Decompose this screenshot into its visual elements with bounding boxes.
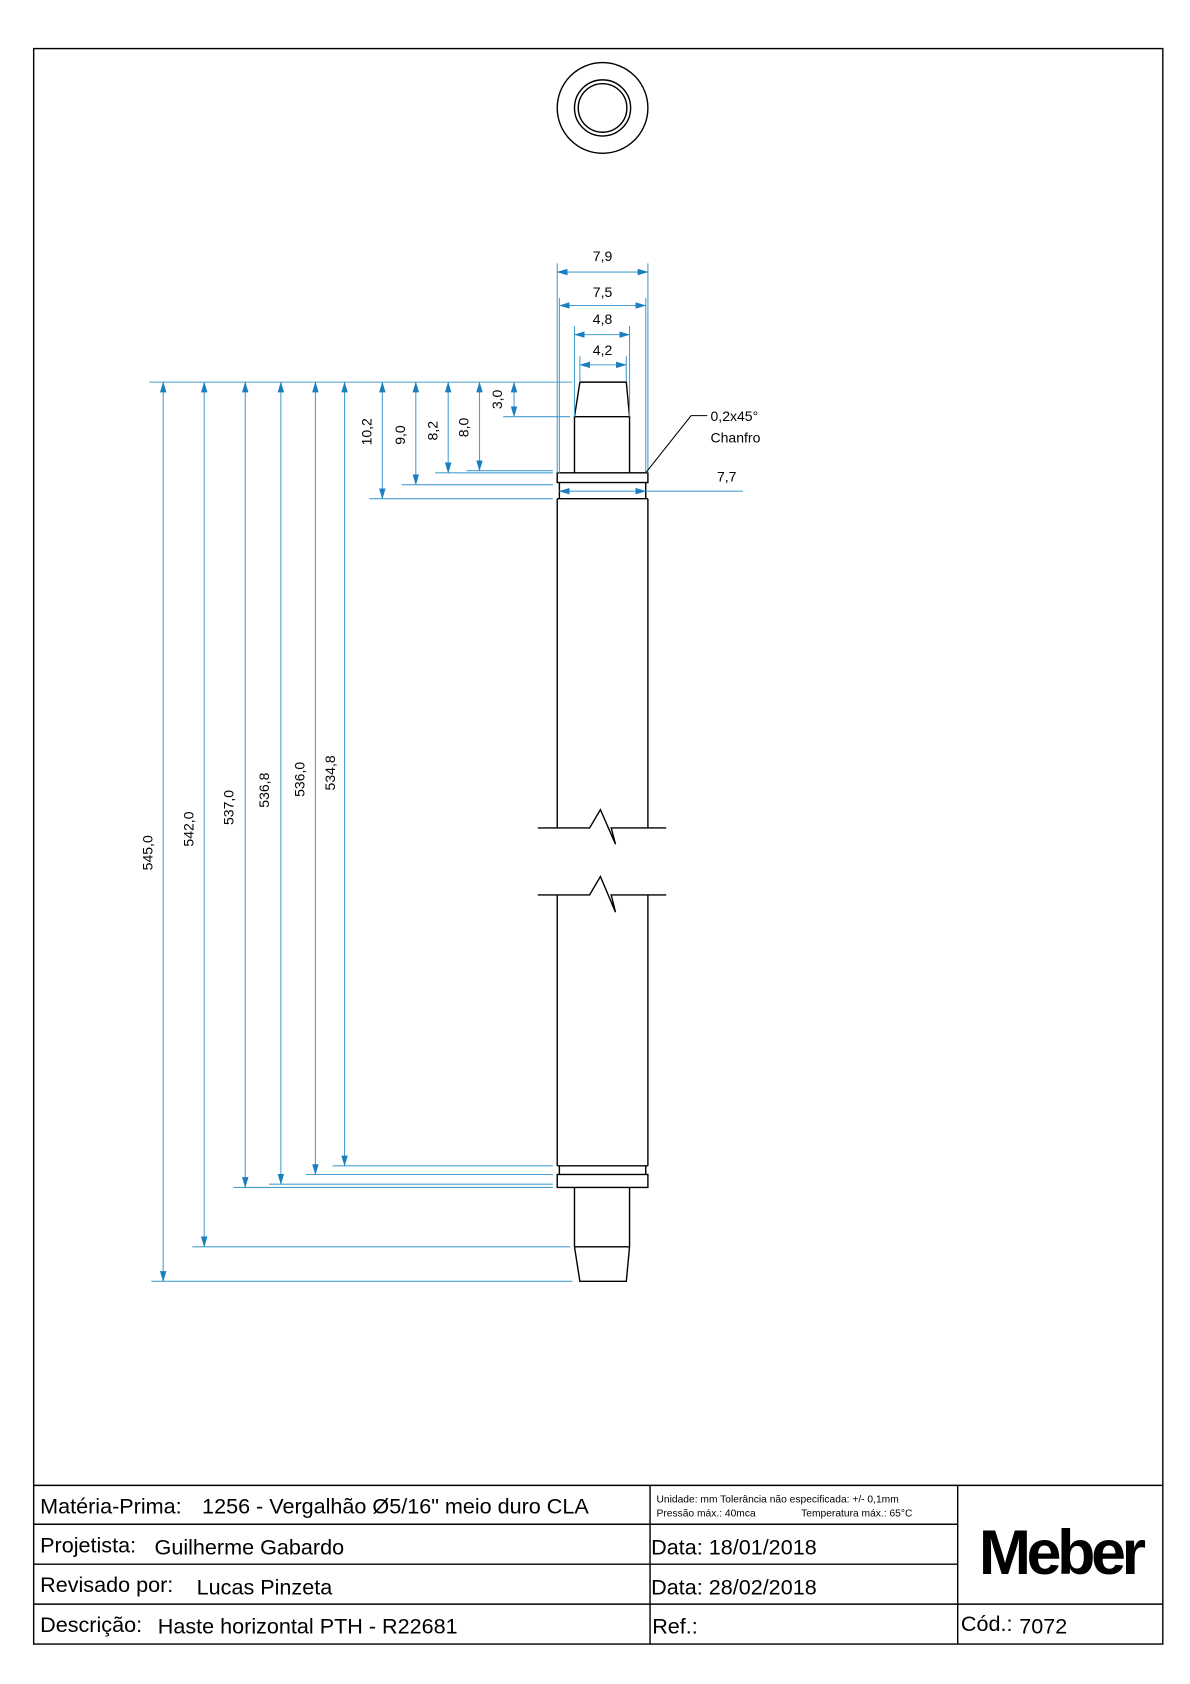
dim-8-0: 8,0 — [456, 418, 472, 438]
materia-prima-value: 1256 - Vergalhão Ø5/16" meio duro CLA — [202, 1493, 589, 1518]
notes-pressure: Pressão máx.: 40mca — [657, 1509, 756, 1520]
chamfer-label: Chanfro — [711, 430, 761, 446]
dim-542-0: 542,0 — [180, 811, 196, 846]
dim-545-0: 545,0 — [139, 835, 155, 870]
dim-536-0: 536,0 — [292, 762, 308, 797]
notes-line-1: Unidade: mm Tolerância não especificada:… — [657, 1495, 899, 1506]
notes-temperature: Temperatura máx.: 65°C — [801, 1509, 913, 1520]
descricao-value: Haste horizontal PTH - R22681 — [158, 1613, 458, 1638]
dim-534-8: 534,8 — [322, 755, 338, 790]
cod-label: Cód.: — [961, 1611, 1013, 1636]
dim-9-0: 9,0 — [392, 425, 408, 445]
date-revised: Data: 28/02/2018 — [651, 1574, 817, 1599]
dim-3-0: 3,0 — [489, 389, 505, 409]
title-block: Matéria-Prima: 1256 - Vergalhão Ø5/16" m… — [33, 1484, 1163, 1645]
shaft-outline — [537, 381, 667, 1283]
drawing-border — [32, 47, 1164, 1645]
dim-7-7: 7,7 — [717, 468, 737, 484]
dim-10-2: 10,2 — [359, 418, 375, 445]
dim-537-0: 537,0 — [220, 790, 236, 825]
dim-8-2: 8,2 — [424, 421, 440, 441]
ref-label: Ref.: — [652, 1613, 698, 1638]
end-view — [556, 61, 649, 154]
chamfer-value: 0,2x45° — [711, 408, 759, 424]
descricao-label: Descrição: — [40, 1612, 142, 1637]
chamfer-callout: 0,2x45° Chanfro — [645, 408, 761, 474]
dim-4-2: 4,2 — [593, 342, 613, 358]
horizontal-dimensions: 7,9 7,5 4,8 4,2 7,7 — [556, 248, 743, 495]
materia-prima-label: Matéria-Prima: — [40, 1493, 181, 1518]
date-created: Data: 18/01/2018 — [651, 1534, 817, 1559]
meber-logo: Meber — [979, 1518, 1146, 1588]
dim-7-5: 7,5 — [593, 284, 613, 300]
projetista-value: Guilherme Gabardo — [155, 1534, 345, 1559]
revisado-value: Lucas Pinzeta — [197, 1574, 333, 1599]
dim-536-8: 536,8 — [256, 772, 272, 807]
revisado-label: Revisado por: — [40, 1572, 173, 1597]
vertical-dimensions: 545,0 542,0 537,0 536,8 536,0 534,8 10,2… — [139, 381, 573, 1282]
projetista-label: Projetista: — [40, 1532, 136, 1557]
cod-value: 7072 — [1019, 1613, 1067, 1638]
dim-4-8: 4,8 — [593, 311, 613, 327]
dim-7-9: 7,9 — [593, 248, 613, 264]
